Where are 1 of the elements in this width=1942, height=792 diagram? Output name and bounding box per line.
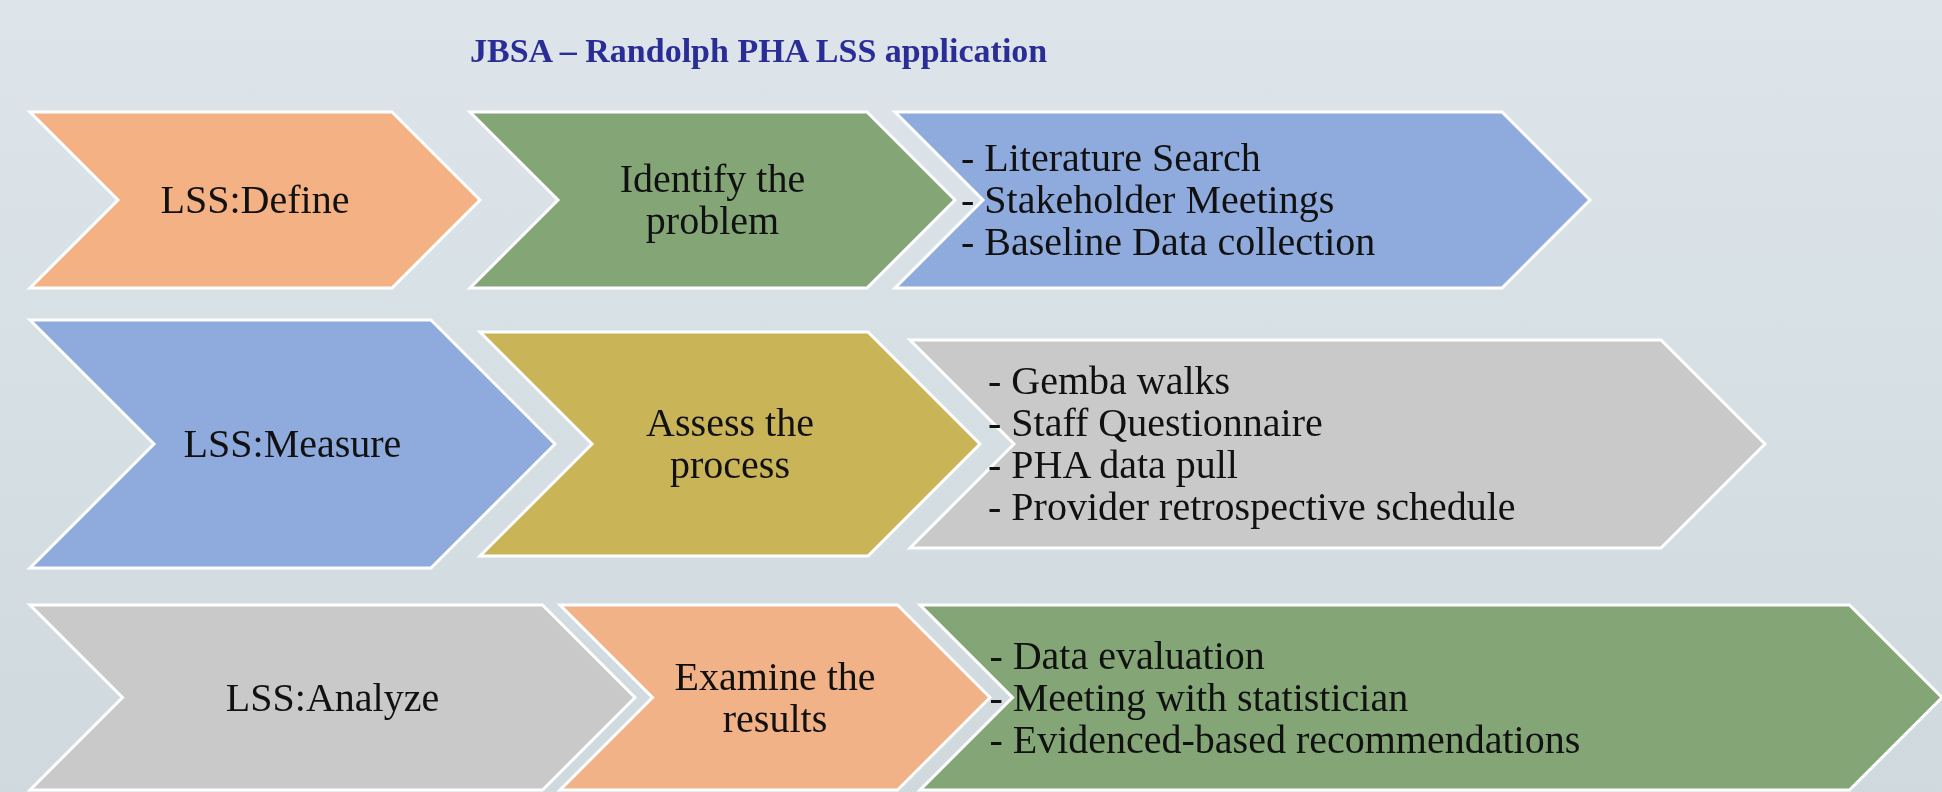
diagram-title: JBSA – Randolph PHA LSS application bbox=[470, 32, 1048, 70]
